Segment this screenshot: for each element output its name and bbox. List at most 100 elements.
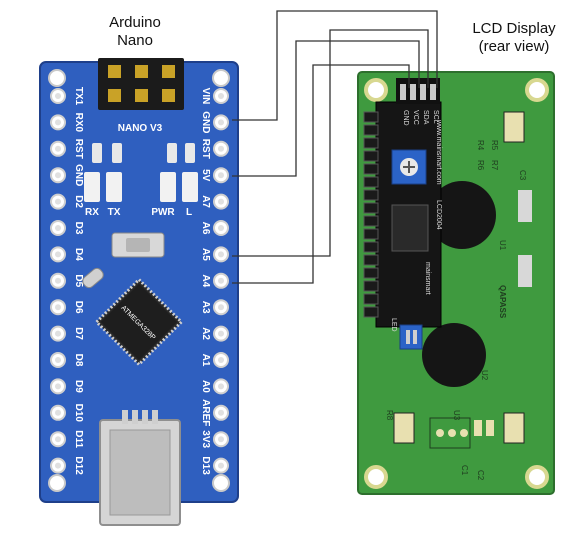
pin-hole-center <box>218 304 224 311</box>
nano-right-pin-label: D13 <box>200 456 211 475</box>
lcd-caption-line2: (rear view) <box>478 38 550 55</box>
lcd-component-label: R7 <box>490 160 499 171</box>
led-label-l: L <box>186 207 192 218</box>
nano-left-pin-label: D3 <box>73 222 84 235</box>
reset-button <box>111 232 165 258</box>
url-text: www.mainsmart.com <box>435 119 442 185</box>
nano-right-pin-label: AREF <box>200 399 211 426</box>
pin-hole-center <box>218 251 224 258</box>
nano-right-pin-label: 3V3 <box>200 430 211 448</box>
header-pin <box>363 267 379 279</box>
i2c-pin-scl: SCL <box>432 110 439 124</box>
nano-right-pin-label: VIN <box>200 88 211 105</box>
wire-a4-sda <box>232 64 410 284</box>
nano-left-pin-holes <box>50 88 66 474</box>
lcd-board-text: QAPASS <box>498 285 507 319</box>
lcd-component-label: U2 <box>480 370 489 381</box>
pin-hole-center <box>55 119 61 126</box>
header-pin <box>363 176 379 188</box>
nano-right-pin-label: A6 <box>200 222 211 235</box>
pin-hole-center <box>55 383 61 390</box>
nano-left-pin-label: D9 <box>73 380 84 393</box>
nano-left-pin-label: GND <box>73 164 84 186</box>
nano-left-pin-label: D4 <box>73 248 84 261</box>
pin-hole-center <box>218 225 224 231</box>
nano-left-pin-label: D5 <box>73 274 84 287</box>
led-jumper-label: LED <box>390 318 397 332</box>
nano-right-pin-label: RST <box>200 139 211 159</box>
nano-left-pin-label: D8 <box>73 354 84 367</box>
header-pin <box>363 241 379 253</box>
nano-right-pin-label: A0 <box>200 380 211 393</box>
pin-hole-center <box>55 409 61 416</box>
pin-hole-center <box>218 277 224 284</box>
nano-left-pin-label: D2 <box>73 195 84 208</box>
lcd-caption-line1: LCD Display <box>472 20 556 37</box>
nano-right-pin-holes <box>213 88 229 474</box>
pin-hole-center <box>218 436 224 443</box>
nano-left-pin-label: D12 <box>73 456 84 475</box>
pin-hole-center <box>55 357 61 363</box>
nano-left-pin-label: D6 <box>73 301 84 314</box>
wire-5v-vcc <box>232 40 420 177</box>
lcd-component-label: R4 <box>476 140 485 151</box>
header-pin <box>363 111 379 123</box>
nano-left-pin-label: RST <box>73 139 84 159</box>
nano-left-pin-label: D10 <box>73 404 84 423</box>
lcd-component-label: U3 <box>452 410 461 421</box>
nano-right-pin-label: A3 <box>200 301 211 314</box>
lcd-display-caption: LCD Display (rear view) <box>455 20 573 56</box>
pin-hole-center <box>218 409 224 416</box>
lcd-component-label: U1 <box>498 240 507 251</box>
lcd-mount-hole <box>525 465 549 489</box>
lcd-mount-hole <box>525 78 549 102</box>
nano-left-pin-label: D11 <box>73 430 84 448</box>
lcd-mount-hole <box>364 465 388 489</box>
pin-hole-center <box>55 198 61 205</box>
led-label-tx: TX <box>108 207 121 218</box>
pin-hole-center <box>55 436 61 443</box>
arduino-caption-line1: Arduino <box>109 14 161 31</box>
lcd-component-label: R8 <box>385 410 394 421</box>
lcd-side-pads <box>393 111 532 444</box>
header-pin <box>363 228 379 240</box>
lcd-component-label: R5 <box>490 140 499 151</box>
i2c-pin-gnd: GND <box>402 110 409 126</box>
led-label-pwr: PWR <box>151 207 175 218</box>
cob-chip <box>428 181 496 249</box>
lcd-component-label: C3 <box>518 170 527 181</box>
nano-left-pin-label: TX1 <box>73 87 84 106</box>
pin-hole-center <box>55 330 61 337</box>
pin-hole-center <box>218 357 224 363</box>
icsp-header <box>98 58 184 110</box>
pin-hole-center <box>55 277 61 284</box>
mount-hole <box>212 474 230 492</box>
nano-right-pin-label: A4 <box>200 274 211 287</box>
usb-connector <box>99 410 181 526</box>
nano-right-pin-label: 5V <box>200 169 211 182</box>
header-pin <box>363 293 379 305</box>
pin-hole-center <box>55 462 61 469</box>
pin-hole-center <box>218 198 224 205</box>
nano-right-pin-label: A5 <box>200 248 211 261</box>
mount-hole <box>48 474 66 492</box>
lcd-mount-hole <box>364 78 388 102</box>
header-pin <box>363 254 379 266</box>
lcd-component-labels: R4R5R6R7R8C1C2C3U1U2U31 <box>378 140 527 481</box>
i2c-header-pins <box>363 111 379 318</box>
lcd-component-label: C1 <box>460 465 469 476</box>
header-pin <box>363 280 379 292</box>
header-pin <box>363 202 379 214</box>
bottom-components <box>429 417 494 449</box>
header-pin <box>363 137 379 149</box>
pin-hole-center <box>55 172 61 179</box>
pin-hole-center <box>218 383 224 390</box>
cob-chip <box>422 323 486 387</box>
nano-leds: RX TX PWR L <box>84 143 198 218</box>
nano-right-pin-label: A1 <box>200 354 211 367</box>
nano-left-pin-label: RX0 <box>73 113 84 133</box>
mount-hole <box>212 69 230 87</box>
